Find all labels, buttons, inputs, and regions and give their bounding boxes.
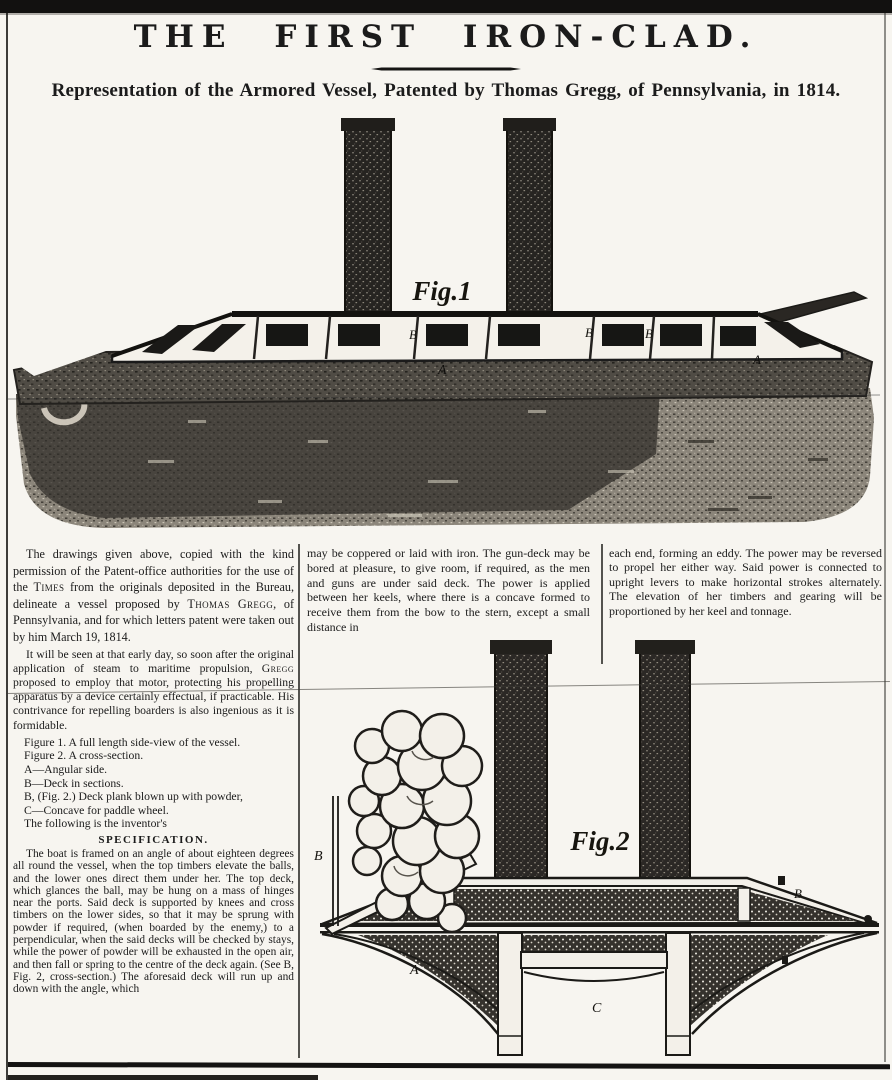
smokestack-left [341, 118, 395, 321]
casemate: B B B [110, 311, 844, 364]
smokestack-right [503, 118, 556, 321]
gunports [266, 324, 756, 346]
p1-text3: , of Pennsylvania, and for which letters… [13, 596, 295, 644]
scan-artifact-line-fig1 [7, 394, 881, 400]
gunport-slanted-left-2 [192, 324, 246, 352]
underdeck-texture-right [690, 935, 828, 1026]
upright-lever [332, 796, 339, 926]
figure1-letter-b2: B [585, 325, 593, 340]
cross-section-smokestack-right [635, 640, 695, 891]
page-right-border [884, 13, 886, 1062]
figure1-svg: B B B A A Fig.1 [7, 118, 881, 528]
headline-divider-rule [371, 67, 521, 71]
gunport-slanted-left-1 [142, 325, 200, 354]
figure2-label: Fig.2 [569, 826, 629, 856]
p1-text2: from the originals deposited in the Bure… [13, 580, 294, 611]
powder-smoke-cloud [347, 709, 484, 934]
support-leg-right [665, 932, 691, 1056]
hull-white-hook-mark [41, 401, 88, 426]
paragraph-col3: each end, forming an eddy. The power may… [609, 546, 882, 618]
figure1-letter-b3: B [645, 326, 653, 341]
figure1-letter-b1: B [409, 327, 417, 342]
figure1-letter-a1: A [437, 363, 447, 378]
cross-beam [520, 951, 668, 969]
paragraph-3: The boat is framed on an angle of about … [13, 847, 294, 996]
article-column-3: each end, forming an eddy. The power may… [609, 546, 882, 618]
column-divider-2 [601, 544, 603, 664]
figure2-letter-a: A [409, 963, 419, 978]
specification-heading: SPECIFICATION. [98, 833, 209, 846]
p2-text2: proposed to employ that motor, protectin… [13, 675, 294, 732]
gregg-smallcaps: Gregg [261, 661, 294, 675]
times-smallcaps: Times [33, 580, 65, 595]
gunport-slanted-right-1 [764, 322, 820, 348]
thomas-gregg-smallcaps: Thomas Gregg [187, 596, 274, 611]
article-column-1: The drawings given above, copied with th… [13, 546, 294, 996]
subheadline: Representation of the Armored Vessel, Pa… [51, 80, 841, 101]
figure2-letter-c: C [592, 1001, 602, 1016]
figure1-label: Fig.1 [411, 276, 471, 306]
list-item: Figure 2. A cross-section. [24, 749, 144, 763]
deck-tip-cleat [864, 915, 872, 923]
figure2-svg: B A C B Fig.2 [314, 640, 879, 1056]
figure1-letter-a2: A [752, 352, 761, 367]
scan-top-band-shadow [0, 13, 892, 15]
list-item: C—Concave for paddle wheel. [24, 803, 169, 817]
knee-braces [321, 931, 878, 1035]
list-item: B, (Fig. 2.) Deck plank blown up with po… [24, 790, 243, 804]
figure1-side-view-engraving: B B B A A Fig.1 [7, 108, 888, 540]
cross-section-smokestack-left [490, 640, 552, 891]
list-item: B—Deck in sections. [24, 776, 124, 790]
deck-interior-texture [338, 889, 858, 921]
figure2-letter-b-left: B [314, 849, 323, 864]
paragraph-col2: may be coppered or laid with iron. The g… [307, 546, 590, 634]
figure2-cross-section-engraving: B A C B Fig.2 [302, 636, 890, 1060]
underdeck-texture-center [522, 935, 666, 952]
deck-bolt-mark-1 [778, 876, 785, 885]
hull-underwater-mass [16, 388, 874, 528]
bottom-rule [7, 1062, 891, 1070]
deck-section-dividers [252, 315, 716, 360]
list-item: Figure 1. A full length side-view of the… [24, 735, 241, 749]
paragraph-1: The drawings given above, copied with th… [13, 546, 294, 646]
figure-key-list: Figure 1. A full length side-view of the… [13, 736, 294, 831]
underdeck-texture-left [358, 935, 498, 1026]
headline: THE FIRST IRON-CLAD. [133, 19, 759, 55]
waterline-wedge [8, 344, 126, 376]
list-item: The following is the inventor's [24, 817, 167, 831]
paddle-wheel-concave [523, 971, 665, 982]
bottom-scrap-band [8, 1075, 318, 1080]
column-divider-1 [298, 544, 300, 1058]
deck-post-right [737, 887, 751, 922]
figure2-letter-b-right: B [794, 886, 802, 901]
list-item: A—Angular side. [24, 762, 108, 776]
article-column-2: may be coppered or laid with iron. The g… [307, 546, 590, 635]
deck-bolt-mark-2 [782, 956, 788, 964]
scan-top-band [0, 0, 892, 13]
paragraph-2: It will be seen at that early day, so so… [13, 648, 294, 733]
p1-text: The drawings given above, copied with th… [13, 547, 294, 595]
p2-text: It will be seen at that early day, so so… [13, 647, 294, 675]
support-leg-left [497, 932, 523, 1056]
page-left-border [6, 13, 8, 1080]
